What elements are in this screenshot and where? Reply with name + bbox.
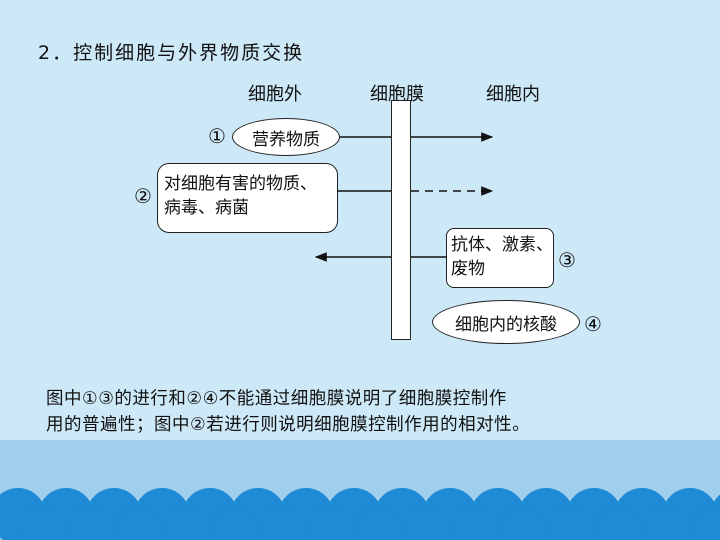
wave-dot [352,508,404,540]
item-2-line-2: 病毒、病菌 [164,198,249,218]
label-inside: 细胞内 [486,84,540,105]
wave-dot [160,508,212,540]
item-3-line-1: 抗体、激素、 [451,235,553,255]
antibody-hormone-box: 抗体、激素、 废物 [446,228,554,288]
item-3-line-2: 废物 [451,259,485,279]
item-2-line-1: 对细胞有害的物质、 [164,174,317,194]
item-1-text: 营养物质 [252,129,320,150]
nutrients-ellipse: 营养物质 [232,118,340,156]
wave-dot [448,508,500,540]
conclusion-line-1: 图中①③的进行和②④不能通过细胞膜说明了细胞膜控制作 [46,389,507,409]
decorative-wave-band [0,440,720,540]
label-outside: 细胞外 [248,84,302,105]
wave-dot [208,508,260,540]
wave-dot [112,508,164,540]
nucleic-acid-ellipse: 细胞内的核酸 [432,300,580,344]
cell-membrane-bar [391,100,411,340]
heading: 2．控制细胞与外界物质交换 [38,42,305,64]
marker-1: ① [208,124,226,148]
wave-dot [304,508,356,540]
wave-dot [16,508,68,540]
wave-dot [688,508,720,540]
wave-dot [256,508,308,540]
wave-dot [592,508,644,540]
marker-3: ③ [558,248,576,272]
wave-dot [496,508,548,540]
harmful-substances-box: 对细胞有害的物质、 病毒、病菌 [157,163,338,233]
wave-row-front [16,508,720,540]
marker-4: ④ [584,312,602,336]
wave-dot [64,508,116,540]
wave-dot [640,508,692,540]
wave-dot [544,508,596,540]
item-4-text: 细胞内的核酸 [455,314,557,335]
marker-2: ② [134,184,152,208]
conclusion-line-2: 用的普遍性；图中②若进行则说明细胞膜控制作用的相对性。 [46,415,531,435]
conclusion-text: 图中①③的进行和②④不能通过细胞膜说明了细胞膜控制作 用的普遍性；图中②若进行则… [46,386,706,438]
label-membrane: 细胞膜 [370,84,424,105]
wave-dot [400,508,452,540]
